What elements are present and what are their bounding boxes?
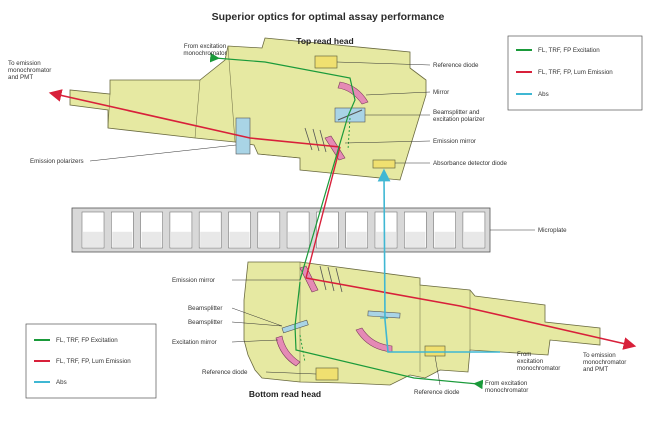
label-from-exc-top-2: monochromator: [183, 50, 226, 57]
cross-emission-path: [305, 146, 341, 279]
top-excitation-path: [209, 52, 356, 117]
label-reference-diode-top: Reference diode: [433, 62, 479, 69]
bottom-reference-diode-right: [424, 345, 446, 357]
microplate-well-liquid: [141, 231, 162, 247]
label-to-emission-right-2: monochromator: [583, 359, 626, 366]
bottom-beamsplitter-1: [367, 310, 401, 319]
top-emission-mirror: [324, 135, 346, 161]
top-emission-path: [48, 89, 341, 148]
legend-bottom-left: FL, TRF, FP Excitation FL, TRF, FP, Lum …: [25, 323, 157, 399]
label-emission-polarizers: Emission polarizers: [30, 158, 84, 165]
microplate-well-liquid: [83, 231, 103, 247]
label-emission-mirror-top: Emission mirror: [433, 138, 476, 145]
microplate-well-liquid: [376, 231, 396, 247]
absorbance-detector-diode: [372, 159, 396, 169]
bottom-reference-diode-left: [315, 367, 339, 381]
bottom-head-label: Bottom read head: [249, 389, 321, 399]
microplate-well-liquid: [346, 231, 367, 247]
bottom-head-housing: [243, 261, 601, 386]
top-read-head: [69, 37, 427, 181]
microplate-well-liquid: [463, 231, 484, 247]
label-from-exc-bottom-2: monochromator: [485, 387, 528, 394]
label-microplate: Microplate: [538, 227, 567, 234]
microplate-well-liquid: [288, 231, 309, 247]
microplate-well-liquid: [112, 231, 133, 247]
legend-label-abs-top: Abs: [538, 91, 549, 98]
legend-label-excitation-bottom: FL, TRF, FP Excitation: [56, 337, 118, 344]
label-beamsplitter-1: Beamsplitter: [188, 305, 222, 312]
label-reference-diode-bottom-left: Reference diode: [202, 369, 248, 376]
label-beamsplitter-2: Beamsplitter: [188, 319, 222, 326]
label-to-emission-left-2: monochromator: [8, 67, 51, 74]
label-beamsplitter-polarizer-2: excitation polarizer: [433, 116, 485, 123]
label-emission-mirror-bottom: Emission mirror: [172, 277, 215, 284]
label-to-emission-left-3: and PMT: [8, 74, 33, 81]
bottom-emission-path: [305, 277, 637, 350]
legend-top-right: FL, TRF, FP Excitation FL, TRF, FP, Lum …: [507, 35, 643, 111]
excitation-mirror: [275, 335, 301, 367]
top-head-label: Top read head: [296, 36, 353, 46]
microplate-well-liquid: [434, 231, 455, 247]
label-reference-diode-bottom-right: Reference diode: [414, 389, 460, 396]
legend-label-emission-top: FL, TRF, FP, Lum Emission: [538, 69, 613, 76]
label-absorbance-detector: Absorbance detector diode: [433, 160, 508, 167]
callout-lines: [89, 61, 535, 386]
microplate-well-liquid: [170, 231, 191, 247]
label-excitation-mirror: Excitation mirror: [172, 339, 217, 346]
label-from-exc-mid-2: excitation: [517, 358, 544, 365]
microplate-well-liquid: [317, 231, 338, 247]
label-from-exc-mid-3: monochromator: [517, 365, 560, 372]
page-title: Superior optics for optimal assay perfor…: [212, 11, 445, 23]
label-to-emission-left-1: To emission: [8, 60, 41, 67]
legend-label-abs-bottom: Abs: [56, 379, 67, 386]
legend-label-emission-bottom: FL, TRF, FP, Lum Emission: [56, 358, 131, 365]
label-from-exc-top-1: From excitation: [184, 43, 227, 50]
top-reference-diode: [314, 55, 338, 69]
microplate-well-liquid: [405, 231, 426, 247]
label-mirror-top: Mirror: [433, 89, 449, 96]
label-to-emission-right-3: and PMT: [583, 366, 608, 373]
microplate: [71, 207, 491, 253]
bottom-excitation-path: [294, 281, 484, 390]
label-from-exc-bottom-1: From excitation: [485, 380, 528, 387]
microplate-well-liquid: [200, 231, 221, 247]
top-head-housing: [69, 37, 427, 181]
microplate-well-liquid: [229, 231, 250, 247]
legend-label-excitation-top: FL, TRF, FP Excitation: [538, 47, 600, 54]
label-from-exc-mid-1: From: [517, 351, 531, 358]
label-beamsplitter-polarizer-1: Beamsplitter and: [433, 109, 480, 116]
label-to-emission-right-1: To emission: [583, 352, 616, 359]
abs-path: [377, 168, 500, 353]
microplate-well-liquid: [258, 231, 279, 247]
